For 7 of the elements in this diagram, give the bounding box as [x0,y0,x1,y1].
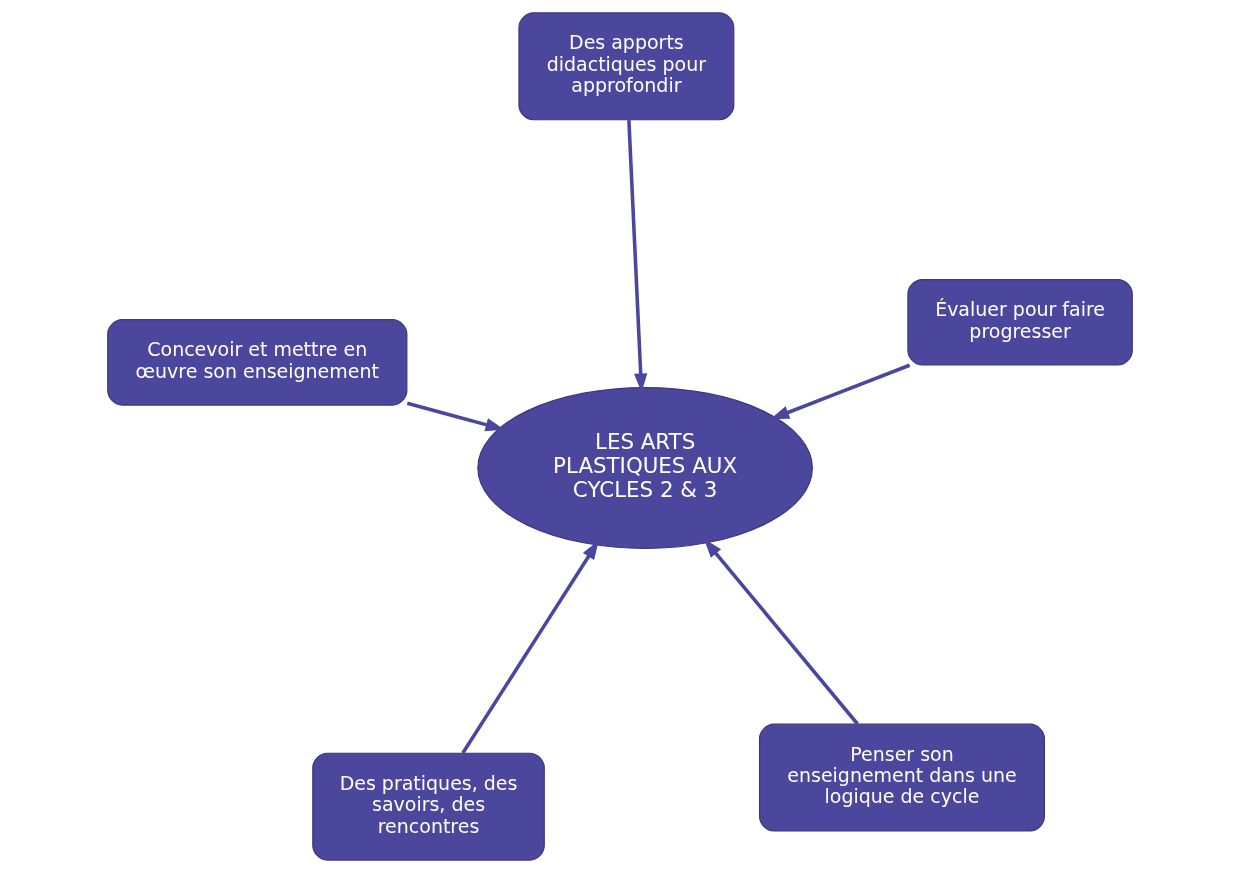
node-box: Des pratiques, des savoirs, des rencontres [312,752,545,861]
node-box: Penser son enseignement dans une logique de cycle [758,723,1045,832]
arrow [770,363,911,420]
node-box: Des apports didactiques pour approfondir [518,12,735,121]
node-box: Évaluer pour faire progresser [907,278,1133,366]
node-box: Concevoir et mettre en œuvre son enseignement [107,319,408,406]
node-ellipse: LES ARTS PLASTIQUES AUX CYCLES 2 & 3 [477,386,813,549]
